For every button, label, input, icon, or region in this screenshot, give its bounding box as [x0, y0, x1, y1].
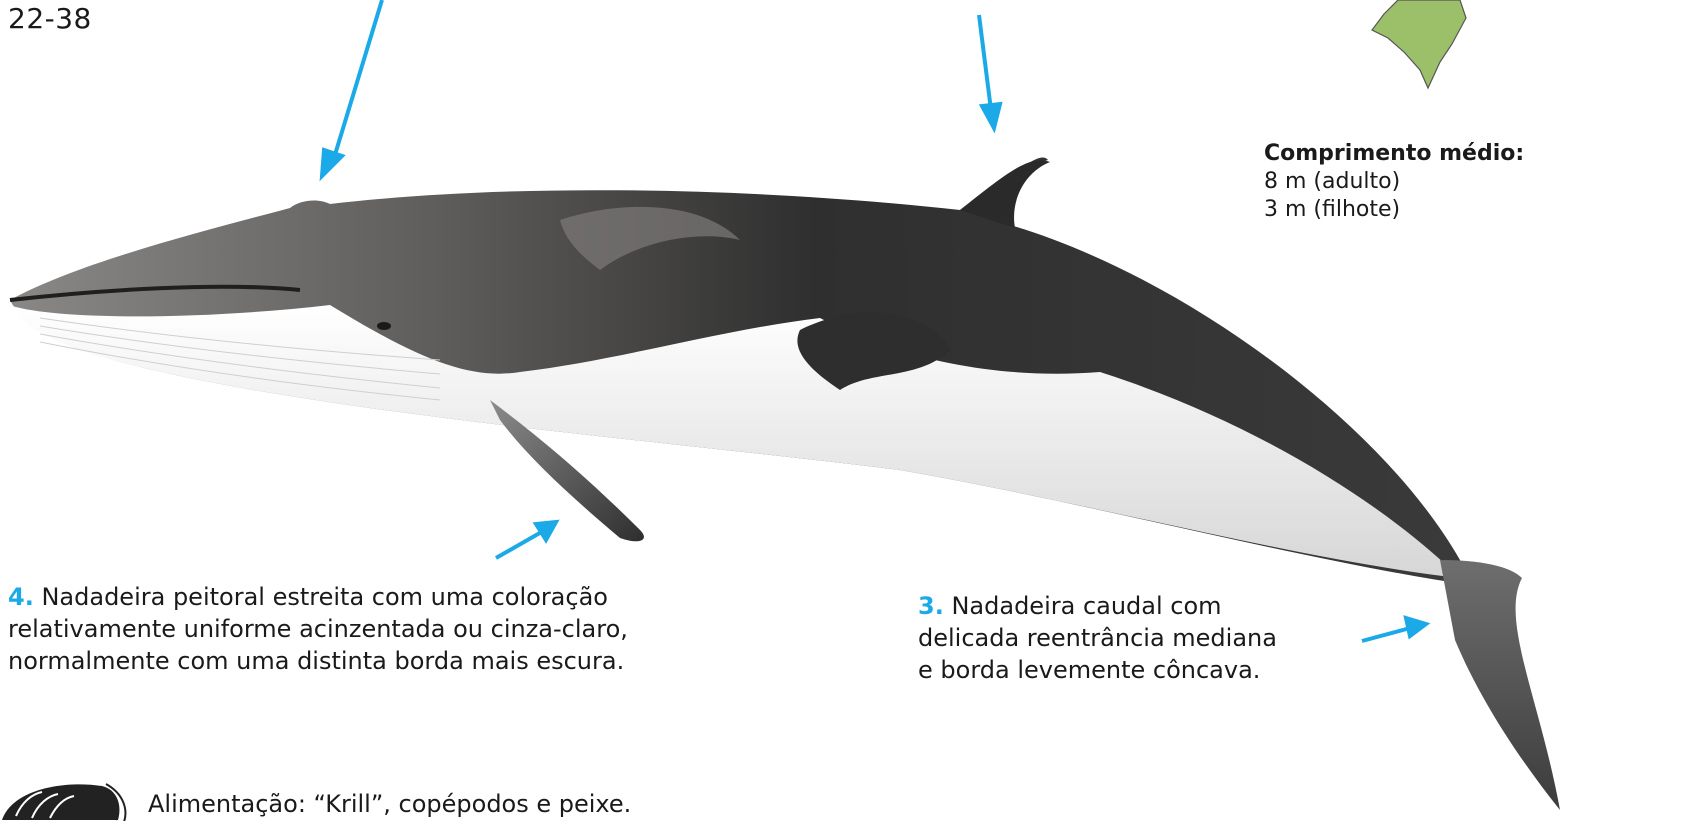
length-info: Comprimento médio: 8 m (adulto) 3 m (fil… — [1264, 140, 1524, 224]
length-heading: Comprimento médio: — [1264, 141, 1525, 166]
krill-icon — [2, 783, 127, 821]
note-line: normalmente com uma distinta borda mais … — [8, 647, 625, 675]
pectoral-fin-note: 4. Nadadeira peitoral estreita com uma c… — [8, 581, 748, 677]
dorsal-fin — [960, 160, 1050, 228]
tail-fluke — [1440, 560, 1560, 810]
arrow-dorsal — [977, 14, 1003, 134]
note-line: Nadadeira peitoral estreita com uma colo… — [41, 583, 608, 611]
map-icon — [1371, 0, 1467, 90]
note-line: Nadadeira caudal com — [951, 592, 1222, 620]
note-number: 3. — [918, 592, 944, 620]
whale-body — [9, 157, 1470, 585]
food-caption: Alimentação: “Krill”, copépodos e peixe. — [148, 790, 632, 818]
arrow-caudal — [1361, 615, 1431, 643]
eye — [377, 322, 391, 330]
length-adult: 8 m (adulto) — [1264, 169, 1401, 194]
caudal-fin-note: 3. Nadadeira caudal com delicada reentrâ… — [918, 590, 1338, 686]
range-label: 22-38 — [8, 2, 92, 35]
note-line: relativamente uniforme acinzentada ou ci… — [8, 615, 628, 643]
pectoral-fin — [490, 400, 644, 542]
note-number: 4. — [8, 583, 34, 611]
note-line: delicada reentrância mediana — [918, 624, 1277, 652]
arrow-pectoral — [495, 519, 560, 560]
arrow-blowhole — [319, 0, 384, 182]
note-line: e borda levemente côncava. — [918, 656, 1261, 684]
length-calf: 3 m (filhote) — [1264, 197, 1401, 222]
